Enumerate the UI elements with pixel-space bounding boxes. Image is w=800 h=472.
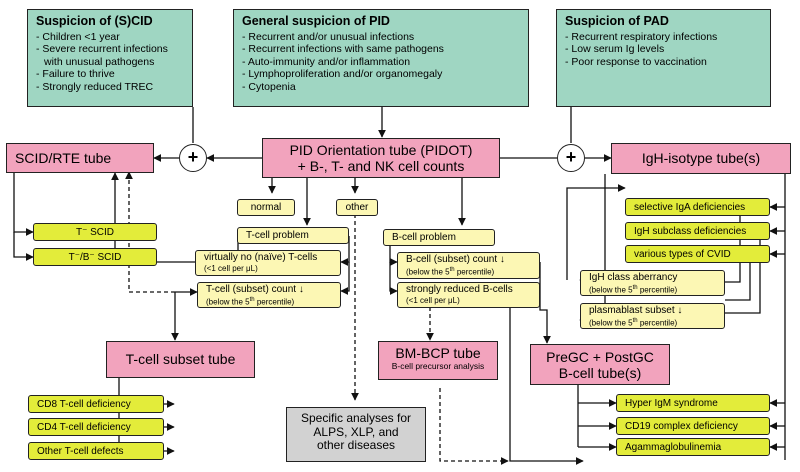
pad-criterion: - Poor response to vaccination	[565, 55, 707, 68]
plasmablast-line1: plasmablast subset ↓	[589, 305, 683, 316]
scid-criterion: - Strongly reduced TREC	[36, 80, 154, 93]
bm-bcp-tube: BM-BCP tube B-cell precursor analysis	[378, 341, 498, 380]
strongly-reduced-bcells: strongly reduced B-cells (<1 cell per μL…	[397, 282, 540, 308]
normal-label: normal	[237, 199, 295, 216]
pregc-subtitle: B-cell tube(s)	[558, 365, 642, 381]
pad-suspicion-title: Suspicion of PAD	[565, 14, 669, 28]
pid-criterion: - Cytopenia	[242, 80, 296, 93]
igh-class-line1: IgH class aberrancy	[589, 272, 678, 283]
pidot-tube: PID Orientation tube (PIDOT) + B-, T- an…	[262, 138, 500, 178]
specific-analyses-box: Specific analyses for ALPS, XLP, and oth…	[286, 407, 426, 462]
outcome-t-scid: T⁻ SCID	[33, 223, 157, 241]
outcome-other-tcell-defects: Other T-cell defects	[28, 442, 164, 460]
pregc-postgc-tube: PreGC + PostGC B-cell tube(s)	[530, 344, 670, 385]
scid-criterion: - Failure to thrive	[36, 68, 115, 81]
tcell-subset-tube: T-cell subset tube	[106, 341, 255, 378]
igh-class-aberrancy: IgH class aberrancy (below the 5th perce…	[580, 270, 725, 296]
plasmablast-subset: plasmablast subset ↓ (below the 5th perc…	[580, 303, 725, 329]
specific-line2: ALPS, XLP, and	[313, 424, 399, 439]
pad-criterion: - Recurrent respiratory infections	[565, 31, 718, 43]
scid-suspicion-title: Suspicion of (S)CID	[36, 14, 153, 28]
outcome-cd4-deficiency: CD4 T-cell deficiency	[28, 418, 164, 436]
combine-plus-right: +	[557, 144, 585, 172]
outcome-cd8-deficiency: CD8 T-cell deficiency	[28, 395, 164, 413]
outcome-cvid: various types of CVID	[625, 245, 770, 263]
pregc-title: PreGC + PostGC	[546, 349, 654, 365]
pid-criterion: - Recurrent and/or unusual infections	[242, 31, 415, 43]
tcell-count-line2: (below the 5th percentile)	[206, 297, 295, 307]
pidot-subtitle: + B-, T- and NK cell counts	[297, 158, 465, 174]
other-label: other	[336, 199, 378, 216]
outcome-agammaglobulinemia: Agammaglobulinemia	[616, 438, 770, 456]
igh-isotype-tube: IgH-isotype tube(s)	[611, 143, 791, 174]
virtually-no-tcells: virtually no (naïve) T-cells (<1 cell pe…	[195, 250, 341, 276]
scid-criterion: with unusual pathogens	[44, 55, 155, 68]
strongly-line2: (<1 cell per μL)	[406, 296, 460, 305]
pid-criterion: - Auto-immunity and/or inflammation	[242, 55, 411, 68]
outcome-cd19-complex: CD19 complex deficiency	[616, 417, 770, 435]
outcome-igh-subclass: IgH subclass deficiencies	[625, 222, 770, 240]
pid-suspicion-box: General suspicion of PID - Recurrent and…	[233, 9, 529, 107]
outcome-selective-iga: selective IgA deficiencies	[625, 198, 770, 216]
virtually-no-line2: (<1 cell per μL)	[204, 264, 258, 273]
scid-criterion: - Children <1 year	[36, 31, 120, 43]
pid-criterion: - Lymphoproliferation and/or organomegal…	[242, 68, 443, 81]
outcome-hyper-igm: Hyper IgM syndrome	[616, 394, 770, 412]
specific-line1: Specific analyses for	[300, 411, 412, 425]
combine-plus-left: +	[179, 144, 207, 172]
bcell-count-line1: B-cell (subset) count ↓	[406, 254, 505, 265]
scid-criterion: - Severe recurrent infections	[36, 43, 168, 56]
strongly-line1: strongly reduced B-cells	[406, 284, 513, 295]
bm-bcp-title: BM-BCP tube	[395, 345, 481, 361]
scid-rte-tube: SCID/RTE tube	[6, 143, 154, 173]
pid-criterion: - Recurrent infections with same pathoge…	[242, 43, 444, 56]
plasmablast-line2: (below the 5th percentile)	[589, 318, 678, 328]
bcell-subset-count: B-cell (subset) count ↓ (below the 5th p…	[397, 252, 540, 279]
specific-line3: other diseases	[316, 438, 396, 452]
pad-criterion: - Low serum Ig levels	[565, 43, 665, 56]
tcell-problem-label: T-cell problem	[237, 227, 349, 244]
pidot-title: PID Orientation tube (PIDOT)	[289, 142, 473, 158]
scid-suspicion-box: Suspicion of (S)CID - Children <1 year -…	[27, 9, 193, 107]
pad-suspicion-box: Suspicion of PAD - Recurrent respiratory…	[556, 9, 771, 107]
virtually-no-line1: virtually no (naïve) T-cells	[204, 252, 318, 263]
igh-class-line2: (below the 5th percentile)	[589, 285, 678, 295]
bcell-count-line2: (below the 5th percentile)	[406, 267, 495, 277]
bcell-problem-label: B-cell problem	[383, 229, 495, 246]
bm-bcp-subtitle: B-cell precursor analysis	[391, 361, 485, 371]
pid-suspicion-title: General suspicion of PID	[242, 14, 390, 28]
tcell-count-line1: T-cell (subset) count ↓	[206, 284, 304, 295]
tcell-subset-count: T-cell (subset) count ↓ (below the 5th p…	[197, 282, 341, 308]
outcome-tb-scid: T⁻/B⁻ SCID	[33, 248, 157, 266]
